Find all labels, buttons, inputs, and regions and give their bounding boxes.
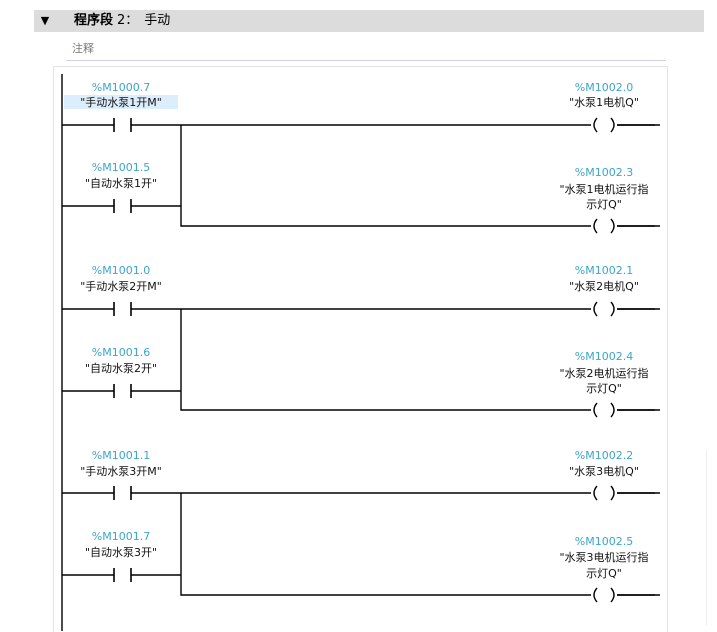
- contact-symbol[interactable]: "自动水泵2开": [85, 362, 157, 375]
- network-title-label: 程序段: [74, 13, 114, 28]
- no-contact-icon[interactable]: [113, 199, 132, 213]
- coil-icon[interactable]: [591, 218, 617, 234]
- rung-3: %M1001.1 "手动水泵3开M" %M1002.2 "水泵3电机Q" %M1…: [62, 449, 660, 603]
- coil-icon[interactable]: [591, 485, 617, 501]
- rung-1: %M1000.7 "手动水泵1开M" %M1002.0 "水泵1电机Q" %M1…: [62, 81, 660, 234]
- coil-symbol-continued[interactable]: 示灯Q": [586, 198, 622, 211]
- branch-wire: [62, 125, 655, 227]
- contact-address[interactable]: %M1001.7: [92, 530, 150, 543]
- coil-symbol[interactable]: "水泵1电机Q": [569, 95, 639, 109]
- ladder-editor[interactable]: [53, 66, 668, 632]
- network-number: 2：: [117, 13, 139, 28]
- coil-address[interactable]: %M1002.3: [575, 166, 633, 179]
- contact-symbol[interactable]: "自动水泵3开": [85, 546, 157, 559]
- network-comment[interactable]: 注释: [66, 36, 666, 61]
- symbol-highlight: [64, 95, 178, 109]
- coil-icon[interactable]: [591, 402, 617, 418]
- coil-address[interactable]: %M1002.0: [575, 81, 633, 94]
- coil-symbol[interactable]: "水泵1电机运行指: [559, 182, 648, 196]
- no-contact-icon[interactable]: [113, 118, 132, 132]
- triangle-down-icon[interactable]: ▼: [40, 14, 50, 27]
- coil-address[interactable]: %M1002.2: [575, 449, 633, 462]
- contact-symbol[interactable]: "手动水泵1开M": [80, 95, 162, 109]
- branch-wire: [62, 493, 655, 596]
- coil-symbol-continued[interactable]: 示灯Q": [586, 382, 622, 395]
- contact-address[interactable]: %M1001.1: [92, 449, 150, 462]
- coil-icon[interactable]: [591, 301, 617, 317]
- contact-address[interactable]: %M1000.7: [92, 81, 150, 94]
- coil-icon[interactable]: [591, 587, 617, 603]
- no-contact-icon[interactable]: [113, 384, 132, 398]
- no-contact-icon[interactable]: [113, 568, 132, 582]
- scrollbar[interactable]: [706, 450, 717, 625]
- contact-symbol[interactable]: "手动水泵2开M": [80, 279, 162, 293]
- comment-placeholder: 注释: [72, 42, 94, 55]
- contact-address[interactable]: %M1001.0: [92, 264, 150, 277]
- contact-address[interactable]: %M1001.6: [92, 346, 150, 359]
- coil-symbol[interactable]: "水泵3电机Q": [569, 464, 639, 478]
- network-description[interactable]: 手动: [144, 13, 171, 28]
- coil-icon[interactable]: [591, 117, 617, 133]
- no-contact-icon[interactable]: [113, 302, 132, 316]
- contact-symbol[interactable]: "手动水泵3开M": [80, 464, 162, 478]
- coil-symbol[interactable]: "水泵2电机运行指: [559, 366, 648, 380]
- coil-symbol[interactable]: "水泵3电机运行指: [559, 550, 648, 564]
- coil-symbol[interactable]: "水泵2电机Q": [569, 279, 639, 293]
- coil-symbol-continued[interactable]: 示灯Q": [586, 567, 622, 580]
- coil-address[interactable]: %M1002.4: [575, 350, 633, 363]
- branch-wire: [62, 309, 655, 411]
- coil-address[interactable]: %M1002.5: [575, 535, 633, 548]
- coil-address[interactable]: %M1002.1: [575, 264, 633, 277]
- no-contact-icon[interactable]: [113, 486, 132, 500]
- contact-symbol[interactable]: "自动水泵1开": [85, 177, 157, 190]
- rung-2: %M1001.0 "手动水泵2开M" %M1002.1 "水泵2电机Q" %M1…: [62, 264, 660, 418]
- contact-address[interactable]: %M1001.5: [92, 161, 150, 174]
